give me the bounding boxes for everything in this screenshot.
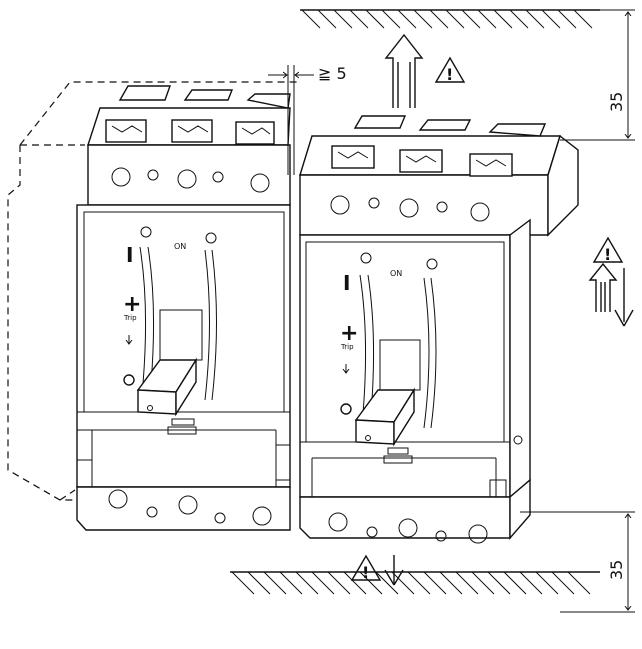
wall-hatch-line — [471, 571, 495, 595]
wall-hatch-line — [567, 571, 591, 595]
on-label: ON — [174, 242, 186, 251]
wall-hatch-line — [503, 571, 527, 595]
trip-label: Trip — [340, 343, 354, 351]
adjacent-device-outline — [7, 81, 300, 501]
top-clearance-label: 35 — [607, 92, 626, 112]
on-symbol: I — [343, 271, 350, 295]
wall-hatch-line — [557, 9, 577, 29]
double-arrow-up-icon — [384, 33, 424, 108]
wall-hatch-line — [541, 9, 561, 29]
trip-label: Trip — [123, 314, 137, 322]
top-terminals-left — [105, 85, 291, 232]
trip-symbol: + — [123, 292, 141, 317]
wall-hatch-line — [535, 571, 559, 595]
on-label: ON — [390, 269, 402, 278]
trip-symbol: + — [340, 321, 358, 346]
bottom-clearance-dimension: 35 — [520, 511, 635, 613]
wall-hatch-line — [487, 571, 511, 595]
wall-hatch-line — [551, 571, 575, 595]
wall-hatch-line — [391, 571, 415, 595]
wall-hatch-line — [327, 571, 351, 595]
wall-hatch-line — [295, 571, 319, 595]
wall-hatch-line — [455, 571, 479, 595]
breaker-right: I ON + Trip — [299, 115, 579, 544]
wall-hatch-line — [301, 9, 321, 29]
wall-hatch-line — [429, 9, 449, 29]
wall-hatch-line — [375, 571, 399, 595]
wall-hatch-line — [509, 9, 529, 29]
wall-hatch-line — [573, 9, 593, 29]
wall-hatch-line — [311, 571, 335, 595]
wall-hatch-line — [445, 9, 465, 29]
wall-hatch-line — [349, 9, 369, 29]
wall-hatch-line — [231, 571, 255, 595]
wall-hatch-line — [397, 9, 417, 29]
wall-hatch-line — [365, 9, 385, 29]
wall-hatch-line — [493, 9, 513, 29]
off-symbol — [123, 374, 135, 386]
screw-icon — [426, 258, 438, 270]
svg-text:!: ! — [604, 245, 611, 264]
bottom-clearance-label: 35 — [607, 560, 626, 580]
up-down-arrows-icon — [588, 262, 634, 327]
wall-hatch-line — [413, 9, 433, 29]
warning-triangle-icon: ! — [434, 56, 466, 84]
wall-hatch-line — [525, 9, 545, 29]
wall-hatch-line — [359, 571, 383, 595]
screw-icon — [140, 226, 152, 238]
top-wall — [300, 9, 600, 29]
wall-hatch-line — [343, 571, 367, 595]
spacing-label: ≧ 5 — [318, 64, 347, 83]
wall-hatch-line — [423, 571, 447, 595]
arrow-down-icon — [384, 555, 404, 586]
handle-left — [136, 357, 198, 417]
off-symbol — [340, 403, 352, 415]
spacing-dimension: ≧ 5 — [268, 64, 347, 175]
screw-icon — [360, 252, 372, 264]
wall-hatch-line — [317, 9, 337, 29]
wall-hatch-line — [279, 571, 303, 595]
wall-hatch-line — [461, 9, 481, 29]
handle-right — [354, 387, 416, 447]
wall-hatch-line — [381, 9, 401, 29]
on-symbol: I — [126, 243, 133, 267]
screw-icon — [205, 232, 217, 244]
breaker-left: I ON + Trip — [76, 85, 291, 531]
wall-hatch-line — [247, 571, 271, 595]
bottom-wall — [230, 571, 600, 595]
wall-hatch-line — [407, 571, 431, 595]
svg-text:!: ! — [362, 563, 369, 582]
wall-hatch-line — [333, 9, 353, 29]
top-clearance-dimension: 35 — [560, 9, 635, 141]
wall-hatch-line — [263, 571, 287, 595]
wall-hatch-line — [477, 9, 497, 29]
wall-hatch-line — [439, 571, 463, 595]
svg-text:!: ! — [446, 65, 453, 84]
wall-hatch-line — [519, 571, 543, 595]
warning-triangle-icon: ! — [592, 236, 624, 264]
warning-triangle-icon: ! — [350, 554, 382, 582]
